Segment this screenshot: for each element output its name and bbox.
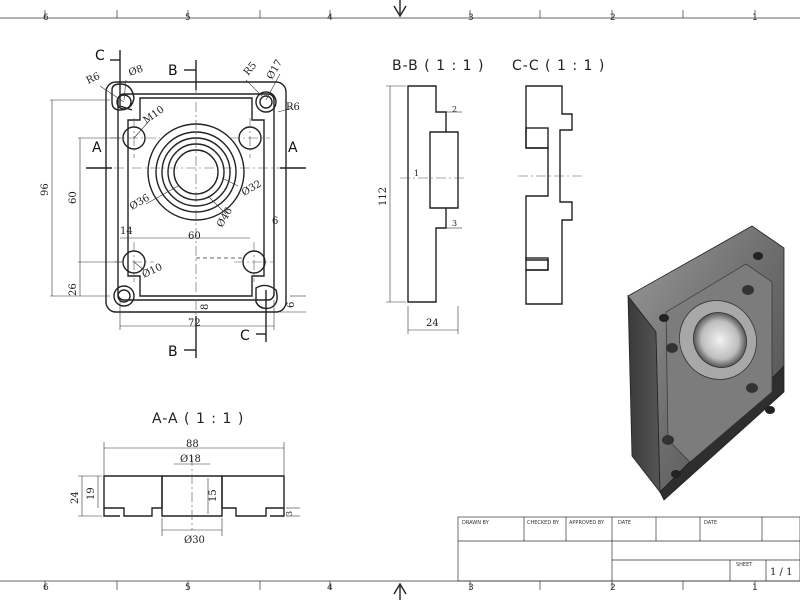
dim-s6: 6 [272,216,278,227]
section-b-top: B [168,63,178,79]
zone-top-6: 6 [43,13,49,23]
zone-bottom-3: 3 [468,583,474,593]
dim-w60: 60 [188,231,201,242]
zone-bottom-5: 5 [185,583,191,593]
cc-title: C-C ( 1 : 1 ) [512,58,605,74]
bb-hatch [407,85,447,303]
iso-hole-4 [742,285,754,295]
iso-hole-7 [671,470,681,478]
dim-h96: 96 [40,183,51,196]
section-b-bottom: B [168,344,178,360]
aa-hatch-left [103,475,163,517]
aa-title: A-A ( 1 : 1 ) [152,411,244,427]
front-view: A A B B C C [40,48,306,360]
dim-m10: M10 [141,104,166,126]
cc-bore-lower [525,257,549,271]
aa-hatch-right [221,475,285,517]
iso-hole-1 [659,314,669,322]
section-a-left: A [92,140,102,156]
dim-d17: Ø17 [265,58,285,82]
cc-bore-upper [525,127,549,149]
aa-dim-d18: Ø18 [180,454,201,465]
dim-d8: Ø8 [127,64,144,79]
dim-s8: 8 [200,304,211,310]
dim-r6-b: R6 [286,102,300,113]
tb-approved-by: APPROVED BY [569,520,605,526]
aa-dim-d30: Ø30 [184,535,205,546]
aa-dim-h15: 15 [208,489,219,502]
isometric-view [627,225,785,501]
tb-sheet-label: SHEET [736,562,753,568]
zone-top-5: 5 [185,13,191,23]
tb-drawn-by: DRAWN BY [462,520,490,526]
iso-hole-8 [765,406,775,414]
bb-title: B-B ( 1 : 1 ) [392,58,484,74]
bb-dim-w24: 24 [426,318,439,329]
dim-w14: 14 [120,226,133,237]
zone-marks-bottom: 6 5 4 3 2 1 [43,581,758,593]
dim-d46: Ø46 [215,206,235,230]
section-c-bottom: C [240,328,250,344]
dim-h60: 60 [68,191,79,204]
bb-dim-h112: 112 [378,187,389,206]
zone-top-2: 2 [610,13,616,23]
title-block: DRAWN BY CHECKED BY APPROVED BY DATE DAT… [457,516,800,582]
tb-date-1: DATE [618,520,631,526]
tb-checked-by: CHECKED BY [527,520,560,526]
zone-marks-top: 6 5 4 3 2 1 [43,10,758,23]
iso-hole-3 [666,343,678,353]
section-a-right: A [288,140,298,156]
zone-top-4: 4 [327,13,333,23]
dim-d36: Ø36 [128,193,152,213]
dim-h26: 26 [68,283,79,296]
aa-dim-h19: 19 [86,487,97,500]
aa-dim-h24: 24 [70,491,81,504]
centering-arrow-top [393,0,407,18]
tb-date-2: DATE [704,520,717,526]
section-cc-view: C-C ( 1 : 1 ) [512,58,605,305]
bb-dim-s3: 3 [452,219,457,228]
section-c-top: C [95,48,105,64]
bb-dim-s1: 1 [414,169,419,178]
centering-arrow-bottom [393,582,407,600]
zone-bottom-4: 4 [327,583,333,593]
aa-dim-w88: 88 [186,439,199,450]
bb-dim-s2: 2 [452,105,457,114]
dim-w72: 72 [188,318,201,329]
iso-hole-6 [746,383,758,393]
zone-bottom-1: 1 [752,583,758,593]
dim-s6b: 6 [286,302,297,308]
iso-bore [693,312,747,368]
iso-hole-5 [662,435,674,445]
dim-r6-a: R6 [85,71,102,87]
aa-dim-s3: 3 [285,511,294,516]
zone-top-1: 1 [752,13,758,23]
dim-r5: R5 [242,60,259,78]
tb-sheet-value: 1 / 1 [770,567,792,578]
section-bb-view: B-B ( 1 : 1 ) 112 24 2 1 3 [378,58,484,334]
cc-hatch [525,85,573,305]
zone-bottom-2: 2 [610,583,616,593]
zone-bottom-6: 6 [43,583,49,593]
zone-top-3: 3 [468,13,474,23]
iso-hole-2 [753,252,763,260]
section-aa-view: A-A ( 1 : 1 ) 88 Ø18 Ø30 24 19 15 3 [70,411,300,546]
